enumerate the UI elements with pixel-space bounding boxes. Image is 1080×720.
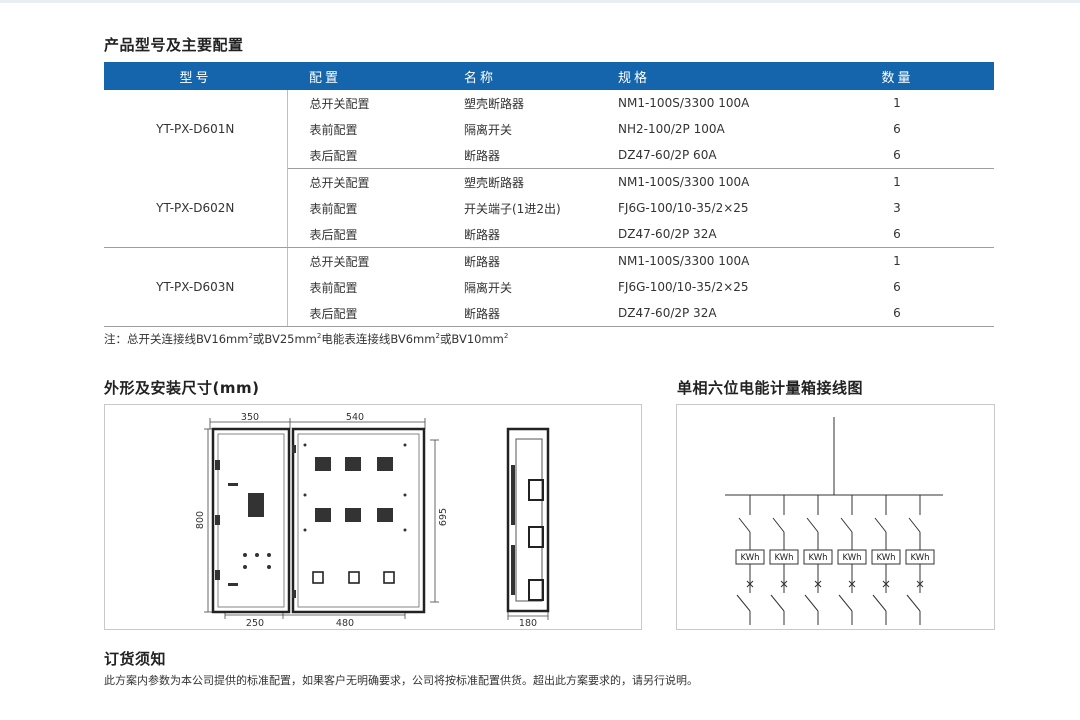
kwh-meter-box <box>735 549 765 565</box>
config-cell: 总开关配置 <box>309 96 370 111</box>
header-config: 配置 <box>287 62 440 90</box>
kwh-meter-label: KWh <box>740 553 759 563</box>
top-divider <box>0 0 1080 3</box>
section-title-order: 订货须知 <box>104 650 167 668</box>
kwh-meter-label: KWh <box>774 553 793 563</box>
config-cell: 总开关配置 <box>309 254 370 269</box>
kwh-meter-box <box>769 549 799 565</box>
section-title-wiring: 单相六位电能计量箱接线图 <box>677 379 864 397</box>
qty-cell: 6 <box>824 300 994 327</box>
qty-cell: 6 <box>893 280 901 294</box>
table-header-row: 型号 配置 名称 规格 数量 <box>104 62 994 90</box>
note-superscript: 2 <box>435 332 440 341</box>
model-cell: YT-PX-D602N <box>104 168 288 248</box>
name-cell: 开关端子(1进2出) <box>464 201 561 216</box>
spec-cell: NM1-100S/3300 100A <box>618 254 750 268</box>
config-cell: 表后配置 <box>287 142 440 169</box>
spec-cell: FJ6G-100/10-35/2×25 <box>618 201 749 215</box>
note-text: 注：总开关连接线BV16mm <box>104 332 249 346</box>
spec-cell: NM1-100S/3300 100A <box>618 96 750 110</box>
model-cell: YT-PX-D603N <box>104 247 288 327</box>
table-row: 表前配置 隔离开关 FJ6G-100/10-35/2×25 6 <box>104 274 994 300</box>
note-superscript: 2 <box>503 332 509 341</box>
config-cell: 表前配置 <box>309 122 358 137</box>
name-cell: 隔离开关 <box>464 122 513 137</box>
qty-cell: 6 <box>893 122 901 136</box>
section-title-dimensions: 外形及安装尺寸(mm) <box>104 379 260 397</box>
section-title-products: 产品型号及主要配置 <box>104 36 244 54</box>
qty-cell: 6 <box>824 142 994 169</box>
kwh-meter-label: KWh <box>876 553 895 563</box>
table-row: 表后配置 断路器 DZ47-60/2P 32A 6 <box>104 221 994 248</box>
table-row: 表前配置 隔离开关 NH2-100/2P 100A 6 <box>104 116 994 142</box>
spec-cell: DZ47-60/2P 32A <box>614 221 824 248</box>
spec-cell: NM1-100S/3300 100A <box>618 175 750 189</box>
kwh-meter-label: KWh <box>842 553 861 563</box>
note-superscript: 2 <box>316 332 322 341</box>
header-spec: 规格 <box>614 62 824 90</box>
qty-cell: 1 <box>893 254 901 268</box>
cabinet-drawing: 350 540 800 695 250 480 180 <box>195 412 550 629</box>
dim-inner-height: 695 <box>438 508 449 526</box>
name-cell: 断路器 <box>440 221 614 248</box>
table-row: YT-PX-D603N 总开关配置 断路器 NM1-100S/3300 100A… <box>104 247 994 327</box>
order-notice-text: 此方案内参数为本公司提供的标准配置，如果客户无明确要求，公司将按标准配置供货。超… <box>104 674 698 687</box>
kwh-meter-box <box>803 549 833 565</box>
config-table: 型号 配置 名称 规格 数量 YT-PX-D601N 总开关配置 塑壳断路器 N… <box>104 62 994 327</box>
name-cell: 隔离开关 <box>464 280 513 295</box>
qty-cell: 1 <box>893 175 901 189</box>
wiring-diagram-panel: KWh KWh KWh KWh KWh KWh <box>676 404 995 630</box>
name-cell: 塑壳断路器 <box>464 96 525 111</box>
name-cell: 断路器 <box>464 254 501 269</box>
qty-cell: 6 <box>824 221 994 248</box>
note-text: 电能表连接线BV6mm <box>321 332 436 346</box>
dim-bottom-right: 480 <box>336 618 354 629</box>
dim-top-right: 540 <box>346 412 364 423</box>
wiring-diagram: KWh KWh KWh KWh KWh KWh <box>725 417 943 625</box>
dim-bottom-left: 250 <box>246 618 264 629</box>
note-superscript: 2 <box>248 332 253 341</box>
name-cell: 塑壳断路器 <box>464 175 525 190</box>
kwh-meter-box <box>837 549 867 565</box>
name-cell: 断路器 <box>440 142 614 169</box>
header-qty: 数量 <box>824 62 994 90</box>
config-cell: 表后配置 <box>287 221 440 248</box>
qty-cell: 1 <box>893 96 901 110</box>
config-cell: 总开关配置 <box>309 175 370 190</box>
note-text: 或BV10mm <box>439 332 504 346</box>
table-row: YT-PX-D602N 总开关配置 塑壳断路器 NM1-100S/3300 10… <box>104 168 994 248</box>
config-cell: 表后配置 <box>287 300 440 327</box>
table-row: 表后配置 断路器 DZ47-60/2P 60A 6 <box>104 142 994 169</box>
name-cell: 断路器 <box>440 300 614 327</box>
kwh-meter-label: KWh <box>808 553 827 563</box>
table-row: YT-PX-D601N 总开关配置 塑壳断路器 NM1-100S/3300 10… <box>104 90 994 169</box>
qty-cell: 3 <box>893 201 901 215</box>
header-name: 名称 <box>440 62 614 90</box>
wiring-note: 注：总开关连接线BV16mm2或BV25mm2电能表连接线BV6mm2或BV10… <box>104 331 508 347</box>
spec-cell: FJ6G-100/10-35/2×25 <box>618 280 749 294</box>
dimension-drawing-panel: 350 540 800 695 250 480 180 <box>104 404 642 630</box>
model-cell: YT-PX-D601N <box>104 90 288 169</box>
spec-cell: DZ47-60/2P 60A <box>614 142 824 169</box>
config-cell: 表前配置 <box>309 201 358 216</box>
dim-height: 800 <box>195 511 206 529</box>
dim-depth: 180 <box>519 618 537 629</box>
dim-top-left: 350 <box>241 412 259 423</box>
config-cell: 表前配置 <box>309 280 358 295</box>
note-text: 或BV25mm <box>252 332 317 346</box>
spec-cell: DZ47-60/2P 32A <box>614 300 824 327</box>
table-row: 表前配置 开关端子(1进2出) FJ6G-100/10-35/2×25 3 <box>104 195 994 221</box>
spec-cell: NH2-100/2P 100A <box>618 122 725 136</box>
kwh-meter-box <box>871 549 901 565</box>
kwh-meter-label: KWh <box>910 553 929 563</box>
table-row: 表后配置 断路器 DZ47-60/2P 32A 6 <box>104 300 994 327</box>
kwh-meter-box <box>905 549 935 565</box>
header-model: 型号 <box>104 62 287 90</box>
